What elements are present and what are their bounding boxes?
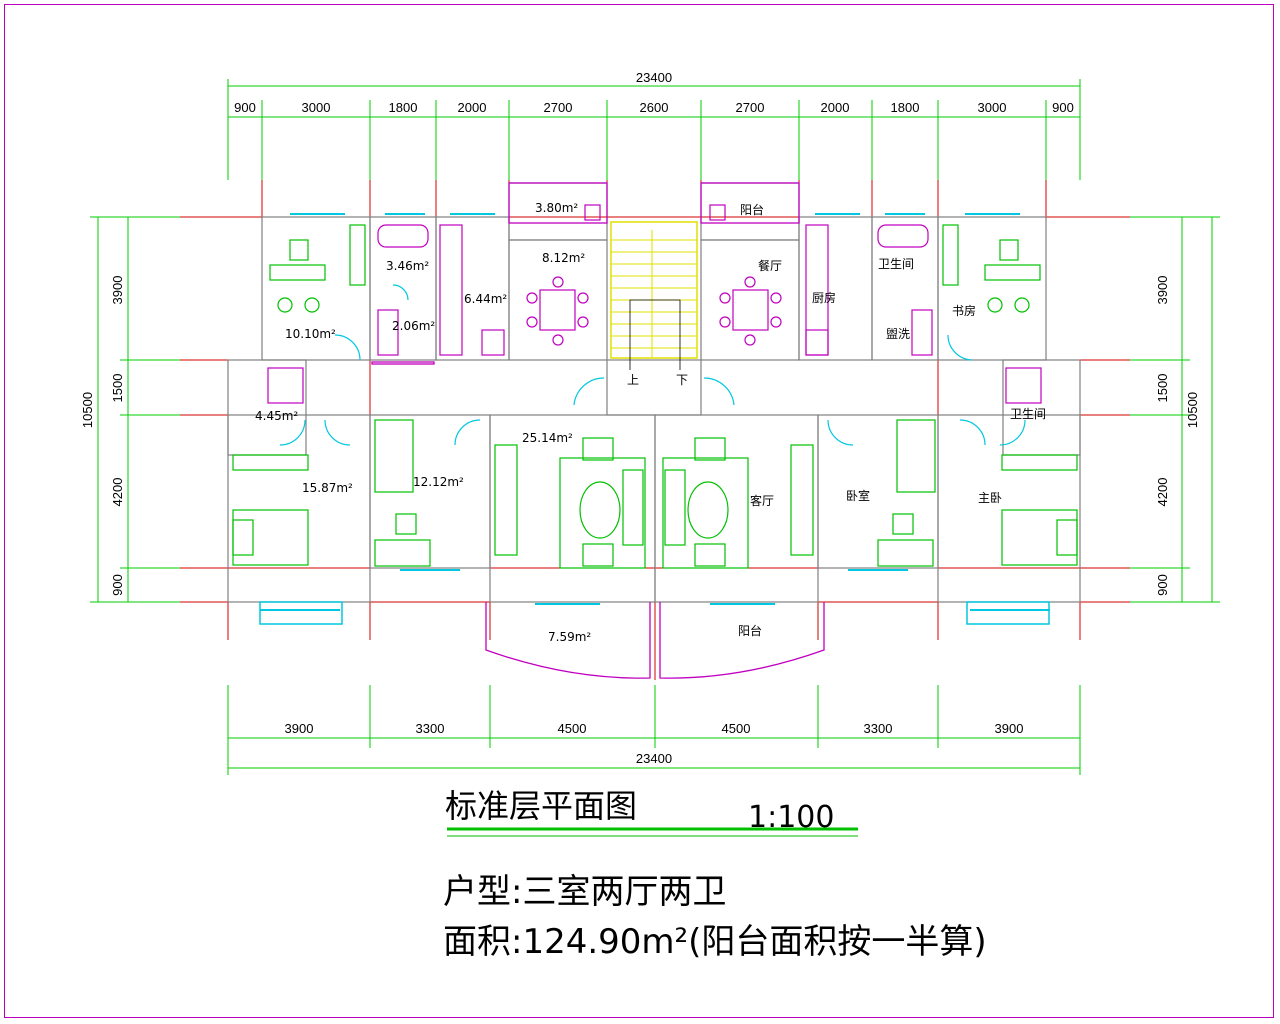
top-dim-3: 1800: [389, 100, 418, 115]
room-balcony-bottom: 阳台: [738, 623, 762, 638]
top-dim-4: 2000: [458, 100, 487, 115]
left-total-dim: 10500: [80, 392, 95, 428]
area-balcony-bottom: 7.59m²: [548, 630, 591, 644]
bottom-dim-5: 3300: [864, 721, 893, 736]
room-bedroom: 卧室: [846, 488, 870, 503]
room-washroom: 盥洗: [886, 327, 910, 341]
area-wc-small: 2.06m²: [392, 319, 435, 333]
door-swings: [279, 284, 1026, 446]
area-bed-left: 12.12m²: [413, 475, 464, 489]
area-bath-top: 3.46m²: [386, 259, 429, 273]
area-living-left: 25.14m²: [522, 431, 573, 445]
left-dim-4: 900: [110, 574, 125, 596]
stair-down-label: 下: [676, 373, 688, 387]
bottom-dim-4: 4500: [722, 721, 751, 736]
stair-up-label: 上: [627, 373, 639, 387]
walls: [227, 182, 1081, 603]
area-dining-left: 8.12m²: [542, 251, 585, 265]
right-total-dim: 10500: [1185, 392, 1200, 428]
balconies: [371, 182, 825, 679]
right-dim-1: 3900: [1155, 276, 1170, 305]
room-balcony: 阳台: [740, 202, 764, 217]
right-dim-4: 900: [1155, 574, 1170, 596]
room-bathroom: 卫生间: [878, 257, 914, 271]
area-balcony-top: 3.80m²: [535, 201, 578, 215]
top-dim-8: 2000: [821, 100, 850, 115]
unit-area: 面积:124.90m²(阳台面积按一半算): [443, 922, 987, 962]
top-dim-10: 3000: [978, 100, 1007, 115]
top-dim-11: 900: [1052, 100, 1074, 115]
top-dim-2: 3000: [302, 100, 331, 115]
left-dim-3: 4200: [110, 478, 125, 507]
room-dining: 餐厅: [758, 258, 782, 273]
bottom-dim-3: 4500: [558, 721, 587, 736]
top-total-dim: 23400: [636, 70, 672, 85]
room-study: 书房: [952, 303, 976, 318]
room-master: 主卧: [978, 491, 1002, 505]
room-living: 客厅: [750, 493, 774, 508]
top-dim-9: 1800: [891, 100, 920, 115]
bottom-dim-1: 3900: [285, 721, 314, 736]
fixtures: [267, 204, 1042, 404]
unit-type: 户型:三室两厅两卫: [443, 872, 726, 912]
furniture: [232, 224, 1078, 569]
dimension-lines: [90, 79, 1220, 775]
top-dim-5: 2700: [544, 100, 573, 115]
bottom-dim-2: 3300: [416, 721, 445, 736]
right-dim-3: 4200: [1155, 478, 1170, 507]
top-dim-1: 900: [234, 100, 256, 115]
bottom-total-dim: 23400: [636, 751, 672, 766]
bay-windows: [259, 601, 1050, 625]
area-bath-left: 4.45m²: [255, 409, 298, 423]
drawing-title: 标准层平面图: [445, 787, 637, 825]
bottom-dim-6: 3900: [995, 721, 1024, 736]
drawing-frame: [4, 4, 1274, 1018]
left-dim-1: 3900: [110, 276, 125, 305]
left-dim-2: 1500: [110, 374, 125, 403]
top-dim-7: 2700: [736, 100, 765, 115]
right-dim-2: 1500: [1155, 374, 1170, 403]
staircase: [610, 221, 698, 370]
top-dim-6: 2600: [640, 100, 669, 115]
room-kitchen: 厨房: [812, 290, 836, 305]
area-study-left: 10.10m²: [285, 327, 336, 341]
area-kitchen-left: 6.44m²: [464, 292, 507, 306]
area-master-left: 15.87m²: [302, 481, 353, 495]
windows: [260, 213, 1050, 611]
room-bathroom-right: 卫生间: [1010, 407, 1046, 421]
